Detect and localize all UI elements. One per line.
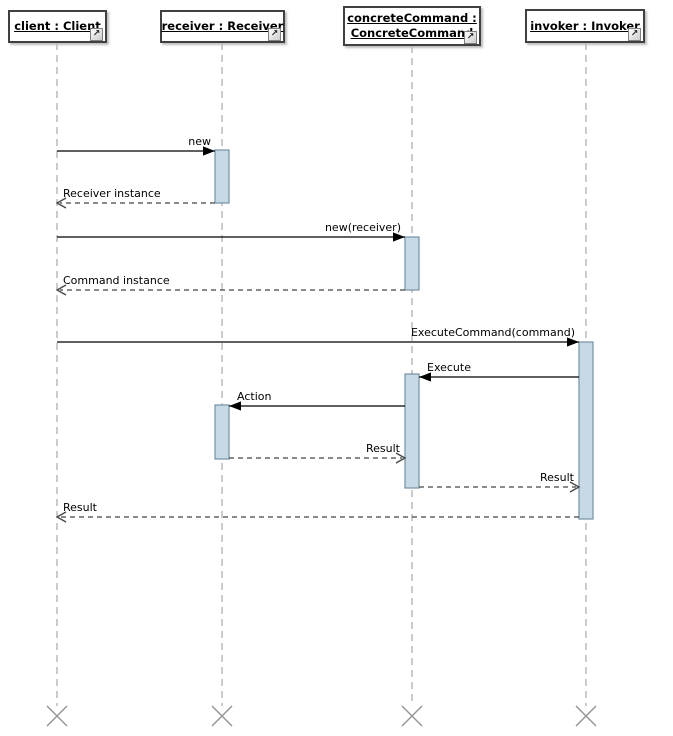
activation-bar-concreteCommand xyxy=(404,373,420,489)
activation-bar-receiver xyxy=(214,149,230,204)
lifeline-name-line: ConcreteCommand xyxy=(350,26,474,40)
open-arrowhead-icon xyxy=(55,197,67,209)
message-label: Result xyxy=(63,501,98,514)
filled-arrowhead-icon xyxy=(203,146,215,156)
message-label: Result xyxy=(366,442,401,455)
lifeline-header-concreteCommand[interactable]: concreteCommand :ConcreteCommand↗ xyxy=(343,6,481,46)
open-arrowhead-icon xyxy=(569,481,581,493)
message-label: new xyxy=(188,135,211,148)
destroy-x-icon-receiver xyxy=(211,705,233,727)
activation-bar-invoker xyxy=(578,341,594,520)
activation-bar-receiver xyxy=(214,404,230,460)
message-label: Receiver instance xyxy=(63,187,161,200)
destroy-x-icon-concreteCommand xyxy=(401,705,423,727)
filled-arrowhead-icon xyxy=(419,372,431,382)
lifeline-name: receiver : Receiver xyxy=(162,19,284,34)
open-arrowhead-icon xyxy=(55,511,67,523)
expand-icon[interactable]: ↗ xyxy=(268,28,281,41)
filled-arrowhead-icon xyxy=(229,401,241,411)
lifeline-header-client[interactable]: client : Client↗ xyxy=(8,10,107,43)
message-label: Execute xyxy=(427,361,471,374)
message-label: Result xyxy=(540,471,575,484)
open-arrowhead-icon xyxy=(395,452,407,464)
message-label: Action xyxy=(237,390,271,403)
destroy-x-icon-invoker xyxy=(575,705,597,727)
lifeline-name: client : Client xyxy=(14,19,101,34)
lifeline-name: concreteCommand :ConcreteCommand xyxy=(347,11,477,41)
message-label: Command instance xyxy=(63,274,170,287)
filled-arrowhead-icon xyxy=(393,232,405,242)
open-arrowhead-icon xyxy=(55,284,67,296)
message-label: new(receiver) xyxy=(325,221,401,234)
expand-icon[interactable]: ↗ xyxy=(464,31,477,44)
expand-icon[interactable]: ↗ xyxy=(628,28,641,41)
message-label: ExecuteCommand(command) xyxy=(411,326,575,339)
lifeline-header-invoker[interactable]: invoker : Invoker↗ xyxy=(525,9,645,43)
lifeline-name: invoker : Invoker xyxy=(530,19,640,34)
lifeline-name-line: concreteCommand : xyxy=(347,11,477,26)
lifeline-header-receiver[interactable]: receiver : Receiver↗ xyxy=(160,10,285,43)
lifeline-name-line: invoker : Invoker xyxy=(530,18,640,33)
lifeline-name-line: receiver : Receiver xyxy=(161,19,284,34)
destroy-x-icon-client xyxy=(46,705,68,727)
filled-arrowhead-icon xyxy=(567,337,579,347)
expand-icon[interactable]: ↗ xyxy=(90,28,103,41)
activation-bar-concreteCommand xyxy=(404,236,420,291)
lifeline-name-line: client : Client xyxy=(14,19,101,34)
